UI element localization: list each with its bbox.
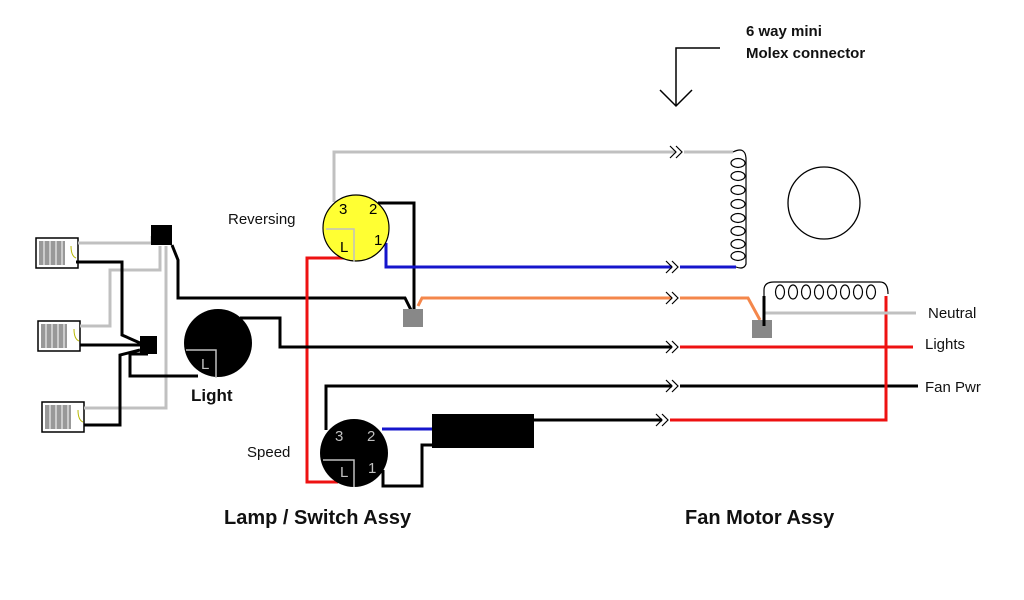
- lamp-switch-assy-title: Lamp / Switch Assy: [224, 507, 412, 529]
- connector-chevron-icon: [665, 260, 679, 274]
- fan-motor-assy-title: Fan Motor Assy: [685, 507, 835, 529]
- lamp-socket-3: [41, 401, 85, 433]
- connector-chevron-icon: [665, 291, 679, 305]
- speed-switch[interactable]: 3 2 L 1: [320, 419, 388, 487]
- reversing-l-to-speed-l-wire: [305, 256, 346, 484]
- capacitor: [432, 414, 534, 448]
- light-terminal-l: L: [201, 356, 209, 373]
- annotation-line-1: 6 way mini: [746, 23, 822, 40]
- lamp-socket-2: [37, 320, 81, 352]
- reversing-switch[interactable]: 3 2 L 1: [322, 194, 390, 262]
- reversing-terminal-1: 1: [374, 232, 382, 249]
- junction-block-top: [151, 225, 172, 245]
- lamp-hot-wires: [76, 260, 198, 427]
- junction-block-gray-right: [752, 320, 772, 338]
- lights-label: Lights: [925, 336, 965, 353]
- reversing-terminal-3: 3: [339, 201, 347, 218]
- light-label: Light: [191, 386, 233, 405]
- speed-terminal-3: 3: [335, 428, 343, 445]
- connector-chevron-icon: [655, 413, 669, 427]
- light-switch[interactable]: L: [184, 309, 252, 378]
- molex-connector-pins: [655, 145, 683, 427]
- molex-annotation: 6 way mini Molex connector: [659, 23, 865, 108]
- down-arrow-icon: [659, 89, 693, 108]
- connector-chevron-icon: [665, 340, 679, 354]
- connector-chevron-icon: [669, 145, 683, 159]
- capacitor-red-wire: [670, 296, 888, 422]
- reversing-label: Reversing: [228, 211, 296, 228]
- motor-rotor: [787, 166, 861, 240]
- reversing-2-wire: [378, 201, 416, 312]
- speed-terminal-2: 2: [367, 428, 375, 445]
- reversing-1-wire: [384, 243, 672, 269]
- speed-terminal-1: 1: [368, 460, 376, 477]
- motor-winding-horizontal: [763, 281, 889, 300]
- speed-terminal-l: L: [340, 464, 348, 481]
- junction-block-middle: [140, 336, 157, 354]
- annotation-line-2: Molex connector: [746, 45, 865, 62]
- orange-wire-motor: [680, 296, 762, 321]
- motor-winding-vertical: [730, 149, 747, 269]
- neutral-label: Neutral: [928, 305, 976, 322]
- reversing-terminal-l: L: [340, 239, 348, 256]
- light-switch-wire: [240, 316, 672, 349]
- speed-3-wire: [324, 384, 672, 430]
- hot-feed-wire: [170, 244, 414, 313]
- junction-block-gray-left: [403, 309, 423, 327]
- speed-1-wire: [381, 443, 432, 488]
- fan-pwr-label: Fan Pwr: [925, 379, 981, 396]
- reversing-3-wire: [332, 150, 676, 202]
- lamp-socket-1: [35, 237, 79, 269]
- speed-label: Speed: [247, 444, 290, 461]
- connector-chevron-icon: [665, 379, 679, 393]
- reversing-terminal-2: 2: [369, 201, 377, 218]
- orange-wire: [416, 296, 672, 307]
- annotation-arrow-line: [675, 47, 720, 106]
